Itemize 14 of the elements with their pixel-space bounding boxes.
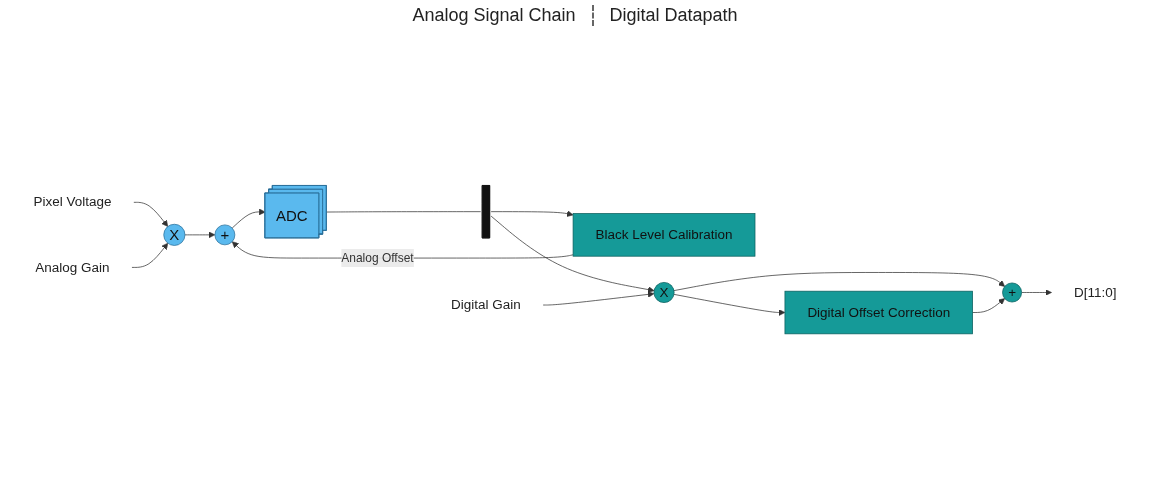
node-circle: + (1002, 282, 1023, 303)
node-circle: + (214, 224, 236, 246)
node-text: D[11:0] (1074, 284, 1117, 300)
edge-label: Analog Offset (341, 251, 414, 265)
node-text: Pixel Voltage (33, 194, 112, 210)
node-text: Digital Gain (451, 297, 521, 313)
node-circle: X (163, 223, 186, 246)
section-heading: Digital Datapath (591, 4, 754, 26)
connector (326, 211, 482, 213)
node-box: Black Level Calibration (572, 213, 756, 257)
section-heading: Analog Signal Chain (411, 4, 577, 26)
node-box: Digital Offset Correction (784, 290, 973, 335)
node-circle: X (653, 282, 675, 304)
node-text: Analog Gain (35, 259, 110, 275)
